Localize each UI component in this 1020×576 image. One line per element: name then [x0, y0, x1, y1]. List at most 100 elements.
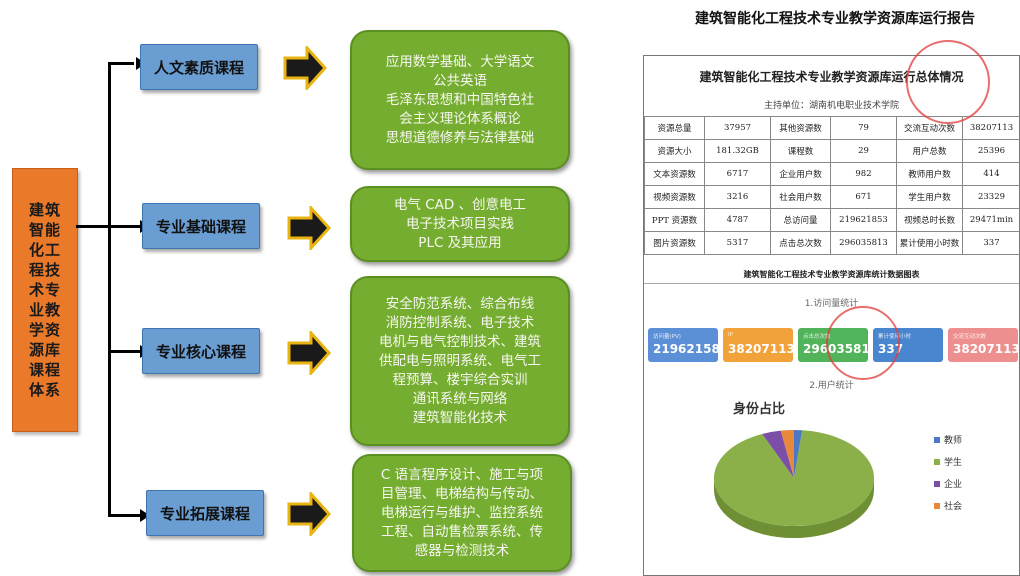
table-key: 文本资源数 — [644, 162, 705, 186]
course-line: 建筑智能化技术 — [412, 409, 508, 426]
pie-chart — [714, 430, 874, 538]
connector-branch-2 — [108, 225, 142, 228]
legend-label: 社会 — [944, 502, 963, 512]
divider — [644, 283, 1019, 284]
legend-swatch — [934, 458, 940, 465]
legend-item: 教师 — [934, 433, 962, 446]
table-key: PPT 资源数 — [644, 208, 705, 232]
category-label: 专业基础课程 — [155, 217, 246, 236]
legend-label: 学生 — [944, 458, 963, 468]
report-title: 建筑智能化工程技术专业教学资源库运行报告 — [695, 11, 975, 27]
pie-slice — [780, 430, 794, 478]
root-label: 建筑智能化工程技术专业教学资源库课程体系 — [28, 201, 61, 399]
stat-card-label: 交流互动次数 — [953, 334, 987, 340]
connector-trunk — [108, 62, 111, 516]
table-value: 219621853 — [830, 208, 897, 232]
legend-item: 企业 — [934, 477, 962, 490]
course-line: 会主义理论体系概论 — [399, 110, 521, 127]
content-foundation: 电气 CAD 、创意电工 电子技术项目实践 PLC 及其应用 — [350, 186, 570, 262]
table-key: 视频资源数 — [644, 185, 705, 209]
stat-card-value: 219621587 — [653, 342, 729, 356]
content-extension: C 语言程序设计、施工与项 目管理、电梯结构与传动、 电梯运行与维护、监控系统 … — [352, 454, 572, 572]
category-foundation: 专业基础课程 — [142, 203, 260, 249]
report-header: 建筑智能化工程技术专业教学资源库运行总体情况 — [699, 70, 964, 84]
pie-slice — [762, 430, 794, 478]
table-value: 25396 — [962, 139, 1020, 163]
table-value: 29471min — [962, 208, 1020, 232]
section-visits: 1.访问量统计 — [804, 299, 859, 309]
category-label: 专业拓展课程 — [159, 504, 250, 523]
pie-side — [714, 478, 874, 538]
category-extension: 专业拓展课程 — [146, 490, 264, 536]
legend-swatch — [934, 480, 940, 487]
stat-card-value: 38207113 — [728, 342, 795, 356]
course-line: 电梯运行与维护、监控系统 — [381, 504, 543, 521]
arrow-right-icon — [287, 492, 331, 536]
table-key: 教师用户数 — [896, 162, 963, 186]
stat-card: IP 38207113 — [723, 328, 795, 362]
course-line: 应用数学基础、大学语文 — [385, 53, 535, 70]
course-line: PLC 及其应用 — [418, 234, 502, 251]
course-line: 通讯系统与网络 — [412, 390, 508, 407]
report-page: 建筑智能化工程技术专业教学资源库运行总体情况 主持单位：湖南机电职业技术学院 资… — [643, 40, 1020, 576]
root-box: 建筑智能化工程技术专业教学资源库课程体系 — [12, 168, 78, 432]
category-humanities: 人文素质课程 — [140, 44, 258, 90]
table-key: 课程数 — [770, 139, 831, 163]
course-line: 电机与电气控制技术、建筑 — [379, 333, 541, 350]
table-key: 其他资源数 — [770, 116, 831, 140]
course-line: 供配电与照明系统、电气工 — [379, 352, 541, 369]
table-value: 181.32GB — [704, 139, 771, 163]
legend-item: 社会 — [934, 499, 962, 512]
legend-label: 企业 — [944, 480, 963, 490]
table-key: 企业用户数 — [770, 162, 831, 186]
table-key: 资源总量 — [644, 116, 705, 140]
table-value: 23329 — [962, 185, 1020, 209]
arrow-right-icon — [283, 46, 327, 90]
course-line: 程预算、楼宇综合实训 — [392, 371, 528, 388]
table-value: 337 — [962, 231, 1020, 255]
host-unit: 主持单位：湖南机电职业技术学院 — [763, 101, 899, 111]
table-value: 5317 — [704, 231, 771, 255]
course-line: 电气 CAD 、创意电工 — [393, 196, 527, 213]
pie-title: 身份占比 — [732, 402, 785, 417]
stat-card-label: IP — [728, 332, 733, 338]
connector-branch-4 — [108, 514, 142, 517]
table-value: 671 — [830, 185, 897, 209]
table-value: 29 — [830, 139, 897, 163]
course-line: 毛泽东思想和中国特色社 — [385, 91, 535, 108]
category-label: 专业核心课程 — [155, 342, 246, 361]
table-key: 图片资源数 — [644, 231, 705, 255]
table-key: 点击总次数 — [770, 231, 831, 255]
stat-card-label: 点击总次数 — [803, 334, 831, 340]
legend-label: 教师 — [944, 436, 963, 446]
content-humanities: 应用数学基础、大学语文 公共英语 毛泽东思想和中国特色社 会主义理论体系概论 思… — [350, 30, 570, 170]
stat-card-value: 38207113 — [953, 342, 1020, 356]
stat-card: 交流互动次数 38207113 — [948, 328, 1020, 362]
table-value: 37957 — [704, 116, 771, 140]
connector-branch-3 — [108, 350, 142, 353]
arrow-right-icon — [287, 331, 331, 375]
course-line: 思想道德修养与法律基础 — [385, 129, 535, 146]
table-key: 社会用户数 — [770, 185, 831, 209]
legend-item: 学生 — [934, 455, 962, 468]
chart-section-title: 建筑智能化工程技术专业教学资源库统计数据图表 — [743, 270, 920, 279]
course-line: C 语言程序设计、施工与项 — [380, 466, 544, 483]
connector-branch-1 — [108, 62, 134, 65]
table-value: 414 — [962, 162, 1020, 186]
course-line: 公共英语 — [433, 72, 487, 89]
pie-slice — [714, 430, 874, 526]
category-core: 专业核心课程 — [142, 328, 260, 374]
stat-card-label: 访问量(PV) — [653, 334, 681, 340]
course-line: 消防控制系统、电子技术 — [385, 314, 535, 331]
table-key: 学生用户数 — [896, 185, 963, 209]
table-value: 296035813 — [830, 231, 897, 255]
course-line: 目管理、电梯结构与传动、 — [381, 485, 543, 502]
table-key: 用户总数 — [896, 139, 963, 163]
